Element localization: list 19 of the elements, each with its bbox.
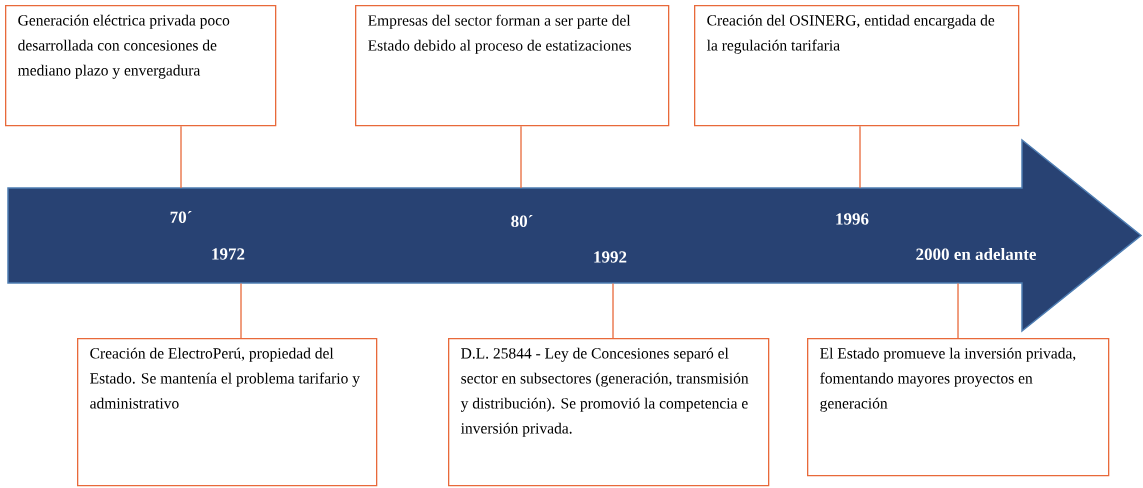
year-label: 70´ bbox=[170, 211, 192, 223]
year-label: 1992 bbox=[594, 251, 627, 263]
leader-line bbox=[859, 125, 861, 189]
year-label: 2000 en adelante bbox=[916, 248, 1036, 260]
timeline-arrow bbox=[7, 138, 1143, 333]
year-label: 1996 bbox=[836, 213, 869, 225]
text-box: Creación de ElectroPerú, propiedad del Estado. Se mantenía el problema tarifario y administrativo bbox=[77, 338, 378, 487]
year-label: 80´ bbox=[511, 215, 533, 227]
year-label: 1972 bbox=[212, 248, 245, 260]
text-box: Generación eléctrica privada poco desarrollada con concesiones de mediano plazo y envergadura bbox=[5, 5, 277, 127]
leader-line bbox=[180, 125, 182, 189]
text-box: El Estado promueve la inversión privada, fomentando mayores proyectos en generación bbox=[807, 338, 1110, 477]
leader-line bbox=[520, 125, 522, 189]
leader-line bbox=[240, 282, 242, 339]
text-box: Empresas del sector forman a ser parte del Estado debido al proceso de estatizaciones bbox=[355, 5, 670, 127]
text-box: D.L. 25844 - Ley de Concesiones separó el sector en subsectores (generación, transmisión y distribución). Se promovió la competencia e inversión privada. bbox=[448, 338, 770, 487]
text-box: Creación del OSINERG, entidad encargada de la regulación tarifaria bbox=[694, 5, 1020, 127]
leader-line bbox=[957, 282, 959, 339]
leader-line bbox=[612, 282, 614, 339]
